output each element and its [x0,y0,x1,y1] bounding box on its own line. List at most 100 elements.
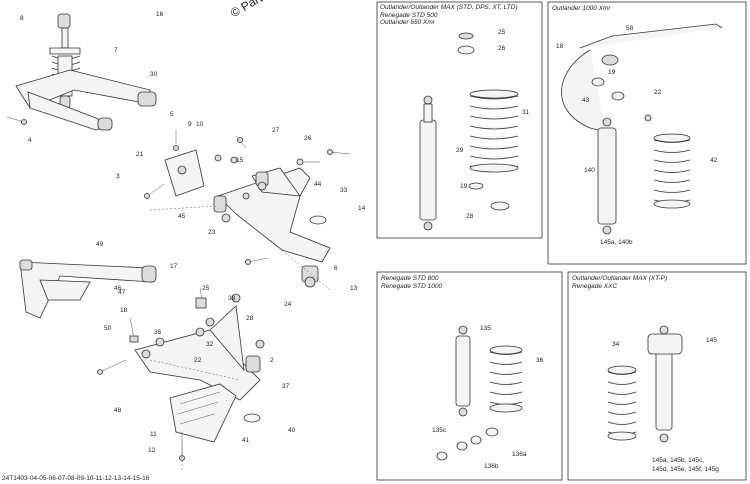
callout-label: 31 [522,109,530,116]
callout-label: 38 [228,295,236,302]
callout-label: 19 [460,183,468,190]
hardware-bolts [6,116,351,461]
callout-label: 25 [202,285,210,292]
callout-label: 2 [270,357,274,364]
callout-label: 14 [358,205,366,212]
callout-label: 29 [456,147,464,154]
box4-title: Outlander/Outlander MAX (XT-P) Renegade … [572,275,667,290]
callout-label: 136a [512,451,527,458]
callout-label: 3 [116,173,120,180]
callout-label: 26 [304,135,312,142]
callout-label: 8 [20,15,24,22]
callout-label: 22 [194,357,202,364]
callout-label: 5 [170,111,174,118]
callout-label: 40 [288,427,296,434]
callout-label: 21 [136,151,144,158]
callout-label: 25 [498,29,506,36]
callout-label: 48 [114,407,122,414]
callout-label: 41 [242,437,250,444]
callout-label: 145d, 145e, 145f, 145g [652,466,719,473]
callout-label: 27 [272,127,280,134]
lower-a-arm-center [134,305,261,401]
diagram-code: 24T1403-04-05-06-07-08-09-10-11-12-13-14… [2,475,150,482]
callout-label: 18 [120,307,128,314]
callout-label: 7 [114,47,118,54]
box1-spring [457,32,519,211]
lower-a-arm-left [19,259,157,319]
box1-title: Outlander/Outlander MAX (STD, DPS, XT, L… [380,4,518,27]
callout-label: 17 [170,263,178,270]
box1-title-line: Renegade STD 500 [380,11,438,19]
main-callout-labels: 2 3 4 5 6 7 8 9 10 11 12 13 14 15 16 17 … [20,11,366,454]
callout-label: 16 [156,11,164,18]
callout-label: 42 [710,157,718,164]
callout-label: 33 [340,187,348,194]
upper-a-arm-left [15,69,157,131]
callout-label: 23 [208,229,216,236]
callout-label: 32 [206,341,214,348]
callout-label: 36 [536,357,544,364]
callout-label: 15 [236,157,244,164]
box1-callout-labels: 25 26 31 29 19 28 [456,29,530,220]
callout-label: 135 [480,325,491,332]
box3-shock [436,325,499,461]
callout-label: 140 [584,167,595,174]
box2-title: Outlander 1000 Xmr [552,5,611,13]
callout-label: 135c [432,427,447,434]
skid-plate [169,383,237,443]
box4-title-line: Outlander/Outlander MAX (XT-P) [572,275,668,282]
callout-label: 49 [96,241,104,248]
box3-callout-labels: 135 36 135c 136b 136a [432,325,544,470]
callout-label: 34 [612,341,620,348]
callout-label: 28 [466,213,474,220]
callout-label: 145a, 145b, 145c, [652,457,704,464]
box1-title-line: Outlander 650 Xmr [380,19,435,26]
callout-label: 28 [246,315,254,322]
box2-callout-labels: 58 18 19 22 43 140 42 145a, 140b [556,25,718,246]
box2-spring [653,133,691,209]
box4-title-line: Renegade XXC [572,282,618,290]
box1-title-line: Outlander/Outlander MAX (STD, DPS, XT, L… [380,4,518,11]
callout-label: 9 [188,121,192,128]
callout-label: 4 [28,137,32,144]
callout-label: 10 [196,121,204,128]
callout-label: 35 [154,329,162,336]
callout-label: 136b [484,463,499,470]
callout-label: 18 [556,43,564,50]
callout-label: 37 [282,383,290,390]
callout-label: 50 [104,325,112,332]
callout-label: 145a, 140b [600,239,633,246]
box3-title-line: Renegade STD 800 [381,275,439,282]
callout-label: 11 [150,431,157,438]
callout-label: 26 [498,45,506,52]
callout-label: 44 [314,181,322,188]
box2-title-line: Outlander 1000 Xmr [552,5,611,12]
box3-spring [489,345,523,413]
box2-shock [597,114,652,235]
callout-label: 145 [706,337,717,344]
callout-label: 46 [114,285,122,292]
callout-label: 22 [654,89,662,96]
leader-lines [149,205,331,470]
inset-box-standard [376,1,543,239]
callout-label: 47 [118,289,126,296]
callout-label: 58 [626,25,634,32]
box3-title-line: Renegade STD 1000 [381,282,443,290]
bracket [164,149,205,197]
box2-hose-and-reservoir [561,23,723,133]
box1-shock [419,95,437,231]
upper-a-arm-center [213,167,331,283]
box4-shock [647,325,683,443]
callout-label: 24 [284,301,292,308]
callout-label: 43 [582,97,590,104]
box3-title: Renegade STD 800 Renegade STD 1000 [381,275,442,290]
inset-box-xmr [547,1,747,265]
callout-label: 13 [350,285,358,292]
callout-label: 19 [608,69,616,76]
callout-label: 6 [334,265,338,272]
callout-label: 12 [148,447,156,454]
callout-label: 30 [150,71,158,78]
box4-spring [607,365,637,441]
callout-label: 45 [178,213,186,220]
